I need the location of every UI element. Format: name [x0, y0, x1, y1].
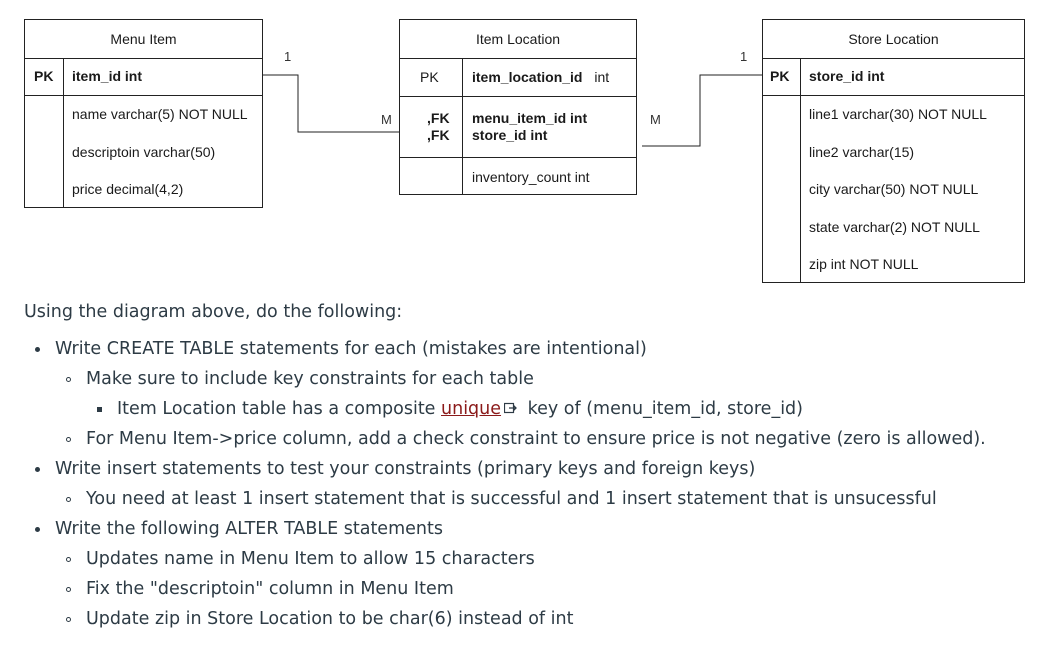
store-location-pk-label: PK [770, 68, 790, 84]
menu-item-title: Menu Item [25, 20, 262, 59]
item-location-fk-label-2: ,FK [427, 127, 450, 143]
item-location-title: Item Location [400, 20, 636, 59]
menu-item-table: Menu Item PK item_id int name varchar(5)… [24, 19, 263, 208]
cardinality-store-many: M [650, 112, 661, 127]
menu-item-field-name: name varchar(5) NOT NULL [72, 106, 248, 122]
store-location-field-line1: line1 varchar(30) NOT NULL [809, 106, 987, 122]
item-location-fk-field-1: menu_item_id int [472, 110, 588, 126]
cardinality-store-one: 1 [740, 49, 748, 64]
instructions-intro: Using the diagram above, do the followin… [24, 302, 403, 322]
list-item: You need at least 1 insert statement tha… [24, 484, 1034, 514]
bullet-icon [66, 586, 71, 592]
list-item: Update zip in Store Location to be char(… [24, 604, 1034, 634]
list-item: Updates name in Menu Item to allow 15 ch… [24, 544, 1034, 574]
menu-item-pk-label: PK [34, 68, 54, 84]
instructions: Using the diagram above, do the followin… [24, 296, 1034, 634]
bullet-icon [66, 496, 71, 502]
external-link-icon[interactable] [503, 394, 518, 424]
bullet-icon [97, 406, 102, 412]
store-location-pk-field: store_id int [809, 68, 885, 84]
store-location-title: Store Location [763, 20, 1024, 59]
cardinality-menu-many: M [381, 112, 392, 127]
store-location-field-city: city varchar(50) NOT NULL [809, 181, 979, 197]
bullet-icon [35, 346, 40, 352]
list-item: Item Location table has a composite uniq… [24, 394, 1034, 424]
er-diagram: Menu Item PK item_id int name varchar(5)… [0, 0, 1052, 290]
list-item: Fix the "descriptoin" column in Menu Ite… [24, 574, 1034, 604]
item-location-field-inventory: inventory_count int [472, 169, 590, 185]
store-location-field-state: state varchar(2) NOT NULL [809, 219, 980, 235]
bullet-icon [66, 556, 71, 562]
bullet-icon [35, 526, 40, 532]
menu-item-to-item-location-line [262, 74, 399, 133]
item-location-fk-field-2: store_id int [472, 127, 548, 143]
bullet-icon [35, 466, 40, 472]
bullet-icon [66, 376, 71, 382]
item-location-pk-label: PK [420, 69, 439, 85]
list-item: For Menu Item->price column, add a check… [24, 424, 1034, 454]
cardinality-menu-one: 1 [284, 49, 292, 64]
menu-item-pk-field: item_id int [72, 68, 143, 84]
store-location-table: Store Location PK store_id int line1 var… [762, 19, 1025, 283]
item-location-table: Item Location PK item_location_id int ,F… [399, 19, 637, 195]
list-item: Write CREATE TABLE statements for each (… [24, 334, 1034, 364]
list-item: Write the following ALTER TABLE statemen… [24, 514, 1034, 544]
instruction-list: Write CREATE TABLE statements for each (… [24, 334, 1034, 634]
unique-link[interactable]: unique [441, 399, 502, 419]
item-location-fk-label-1: ,FK [427, 110, 450, 126]
item-location-pk-field: item_location_id int [472, 69, 610, 85]
list-item: Write insert statements to test your con… [24, 454, 1034, 484]
menu-item-field-price: price decimal(4,2) [72, 181, 184, 197]
store-location-field-line2: line2 varchar(15) [809, 144, 915, 160]
store-location-field-zip: zip int NOT NULL [809, 256, 919, 272]
list-item: Make sure to include key constraints for… [24, 364, 1034, 394]
bullet-icon [66, 436, 71, 442]
item-location-to-store-location-line [642, 74, 762, 147]
bullet-icon [66, 616, 71, 622]
menu-item-field-description: descriptoin varchar(50) [72, 144, 216, 160]
relationship-lines [262, 74, 762, 147]
